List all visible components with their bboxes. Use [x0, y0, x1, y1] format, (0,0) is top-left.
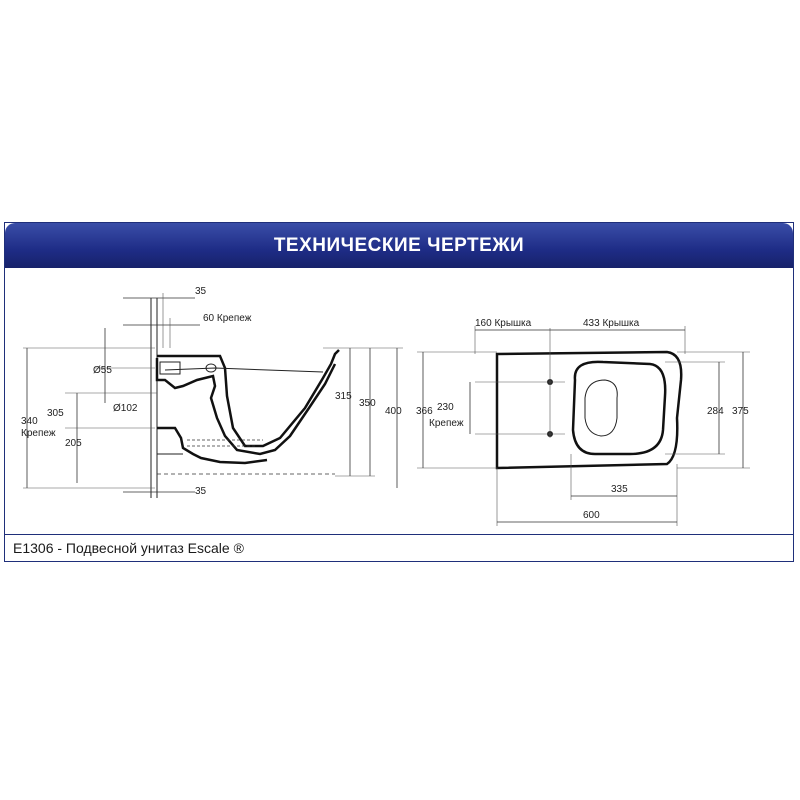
dim-d55: Ø55	[93, 365, 112, 376]
caption-bar: E1306 - Подвесной унитаз Escale ®	[5, 534, 793, 561]
dim-bottom-35: 35	[195, 486, 207, 497]
side-view-drawing: 35 60 Крепеж Ø55 Ø102 340 Крепеж 305 205	[21, 286, 403, 498]
dim-350: 350	[359, 398, 376, 409]
drawing-area: 35 60 Крепеж Ø55 Ø102 340 Крепеж 305 205	[5, 268, 793, 538]
technical-drawings-panel: ТЕХНИЧЕСКИЕ ЧЕРТЕЖИ	[4, 222, 794, 562]
top-view-drawing: 160 Крышка 433 Крышка 366 230 Крепеж 284	[416, 318, 750, 526]
panel-title: ТЕХНИЧЕСКИЕ ЧЕРТЕЖИ	[273, 235, 525, 256]
dim-400: 400	[385, 406, 402, 417]
dim-230: 230	[437, 402, 454, 413]
dim-60-krepezh: 60 Крепеж	[203, 313, 252, 324]
dim-335: 335	[611, 484, 628, 495]
dim-205: 205	[65, 438, 82, 449]
dim-375: 375	[732, 406, 749, 417]
product-caption: E1306 - Подвесной унитаз Escale ®	[13, 540, 244, 556]
dim-krepezh-top: Крепеж	[429, 418, 464, 429]
technical-drawing: 35 60 Крепеж Ø55 Ø102 340 Крепеж 305 205	[21, 286, 750, 526]
dim-600: 600	[583, 510, 600, 521]
panel-header: ТЕХНИЧЕСКИЕ ЧЕРТЕЖИ	[5, 223, 793, 268]
dim-d102: Ø102	[113, 403, 138, 414]
dim-305: 305	[47, 408, 64, 419]
dim-160-kryshka: 160 Крышка	[475, 318, 532, 329]
dim-433-kryshka: 433 Крышка	[583, 318, 640, 329]
dim-366: 366	[416, 406, 433, 417]
dim-315: 315	[335, 391, 352, 402]
dim-284: 284	[707, 406, 724, 417]
dim-krepezh-left: Крепеж	[21, 428, 56, 439]
dim-top-35: 35	[195, 286, 207, 297]
dim-340: 340	[21, 416, 38, 427]
